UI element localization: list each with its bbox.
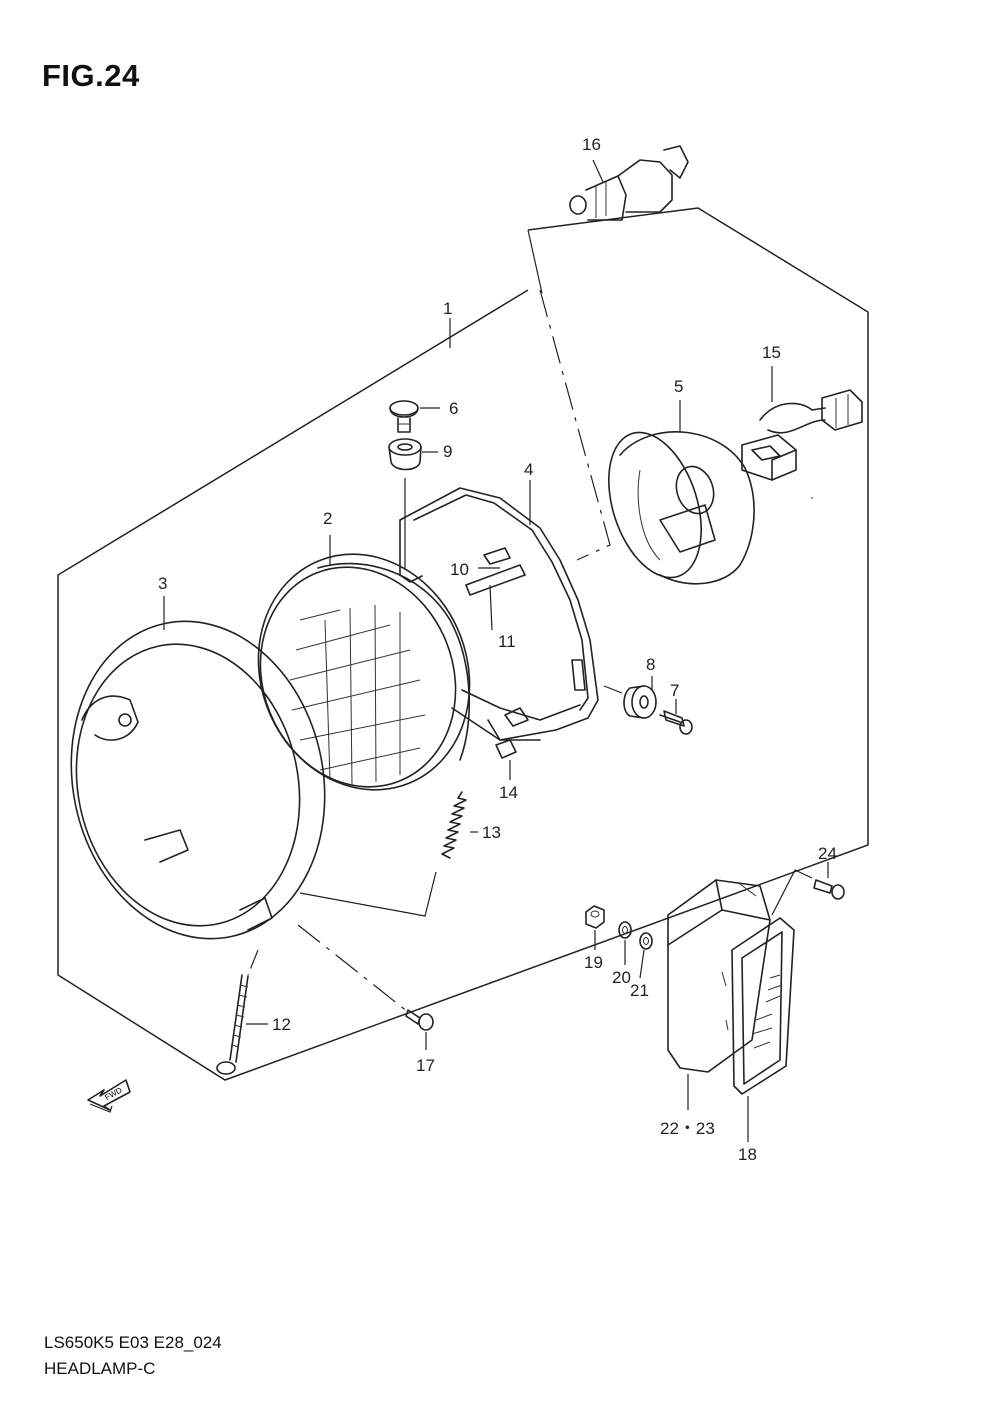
lamp-unit-part-2[interactable] xyxy=(224,522,505,822)
washer-part-21[interactable] xyxy=(639,932,653,979)
socket-part-15[interactable] xyxy=(741,366,863,499)
callout-4: 4 xyxy=(524,460,533,479)
grommet-part-8[interactable] xyxy=(623,676,657,719)
nut-part-19[interactable] xyxy=(585,905,605,950)
bracket-part-4[interactable] xyxy=(399,480,623,741)
callout-17: 17 xyxy=(416,1056,435,1075)
callout-3: 3 xyxy=(158,574,167,593)
callout-13: 13 xyxy=(482,823,501,842)
model-code: LS650K5 E03 E28_024 xyxy=(44,1333,222,1352)
screw-part-6[interactable] xyxy=(389,400,440,433)
callout-12: 12 xyxy=(272,1015,291,1034)
callout-22-23: 22・23 xyxy=(660,1119,715,1138)
assembly-frame xyxy=(57,207,869,1081)
callout-10: 10 xyxy=(450,560,469,579)
callout-19: 19 xyxy=(584,953,603,972)
callout-labels: 1 2 3 4 5 6 7 8 9 10 11 12 13 14 15 16 1… xyxy=(158,135,837,1164)
callout-6: 6 xyxy=(449,399,458,418)
lens-part-18[interactable] xyxy=(731,917,795,1142)
long-screw-part-12[interactable] xyxy=(216,949,268,1075)
callout-21: 21 xyxy=(630,981,649,1000)
callout-5: 5 xyxy=(674,377,683,396)
lamp-body-part-22-23[interactable] xyxy=(667,879,771,1110)
callout-16: 16 xyxy=(582,135,601,154)
callout-11: 11 xyxy=(498,632,516,651)
callout-1: 1 xyxy=(443,299,452,318)
grommet-part-9[interactable] xyxy=(388,438,438,570)
clip-part-14[interactable] xyxy=(495,739,517,780)
spring-part-13[interactable] xyxy=(299,791,478,917)
housing-part-5[interactable] xyxy=(592,400,755,589)
rim-part-3[interactable] xyxy=(42,596,353,962)
screw-part-17[interactable] xyxy=(297,924,434,1050)
bulb-part-16[interactable] xyxy=(569,145,689,221)
callout-2: 2 xyxy=(323,509,332,528)
figure-title: FIG.24 xyxy=(42,58,140,93)
fwd-arrow-icon: FWD xyxy=(87,1079,131,1113)
callout-9: 9 xyxy=(443,442,452,461)
washer-part-20[interactable] xyxy=(618,921,632,965)
callout-15: 15 xyxy=(762,343,781,362)
callout-7: 7 xyxy=(670,681,679,700)
callout-24: 24 xyxy=(818,844,837,863)
callout-8: 8 xyxy=(646,655,655,674)
callout-20: 20 xyxy=(612,968,631,987)
diagram-name: HEADLAMP-C xyxy=(44,1359,156,1378)
screw-part-24[interactable] xyxy=(771,862,845,916)
callout-14: 14 xyxy=(499,783,518,802)
callout-18: 18 xyxy=(738,1145,757,1164)
screw-part-7[interactable] xyxy=(659,699,693,735)
